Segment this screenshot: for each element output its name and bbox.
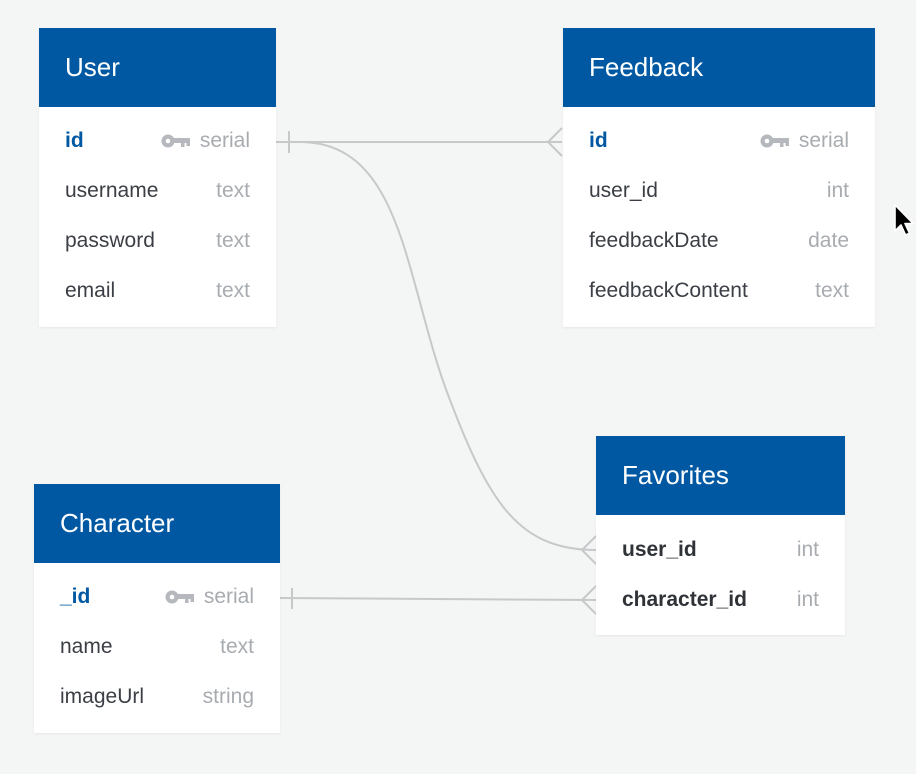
field-row[interactable]: username text	[39, 166, 276, 216]
field-name: _id	[60, 585, 91, 608]
field-type: serial	[798, 129, 849, 152]
field-type: serial	[199, 129, 250, 152]
field-type: text	[216, 279, 250, 302]
field-type: serial	[203, 585, 254, 608]
table-header[interactable]: Favorites	[596, 436, 845, 515]
field-row[interactable]: imageUrl string	[34, 672, 280, 722]
table-character[interactable]: Character _id serial name text imageUrl …	[34, 484, 280, 733]
field-name: username	[65, 179, 159, 202]
field-row[interactable]: _id serial	[34, 572, 280, 622]
field-type: string	[202, 685, 254, 708]
field-row[interactable]: password text	[39, 216, 276, 266]
field-row[interactable]: name text	[34, 622, 280, 672]
field-name: id	[589, 129, 608, 152]
relationship-user-favorites	[299, 141, 597, 551]
many-crowfoot	[580, 585, 597, 615]
table-feedback[interactable]: Feedback id serial user_id int feedbackD…	[563, 28, 875, 327]
table-header[interactable]: Character	[34, 484, 280, 563]
field-name: password	[65, 229, 155, 252]
field-row[interactable]: feedbackDate date	[563, 216, 875, 266]
field-name: user_id	[589, 179, 658, 202]
field-type: date	[808, 229, 849, 252]
table-user[interactable]: User id serial username text password te…	[39, 28, 276, 327]
field-type: int	[796, 588, 819, 611]
field-type: int	[796, 538, 819, 561]
field-row[interactable]: id serial	[563, 116, 875, 166]
field-name: feedbackDate	[589, 229, 719, 252]
key-icon	[165, 590, 194, 604]
field-name: user_id	[622, 538, 697, 561]
field-row[interactable]: character_id int	[596, 575, 845, 625]
key-icon	[760, 134, 789, 148]
field-type: text	[220, 635, 254, 658]
relationship-character-favorites	[279, 597, 597, 601]
mouse-pointer-icon	[894, 204, 914, 236]
field-row[interactable]: feedbackContent text	[563, 266, 875, 316]
field-type: int	[826, 179, 849, 202]
field-type: text	[815, 279, 849, 302]
field-name: id	[65, 129, 84, 152]
table-header[interactable]: User	[39, 28, 276, 107]
field-name: email	[65, 279, 116, 302]
field-name: character_id	[622, 588, 747, 611]
table-header[interactable]: Feedback	[563, 28, 875, 107]
many-crowfoot	[580, 535, 597, 565]
field-row[interactable]: user_id int	[596, 525, 845, 575]
key-icon	[161, 134, 190, 148]
field-type: text	[216, 179, 250, 202]
field-name: feedbackContent	[589, 279, 748, 302]
field-name: name	[60, 635, 113, 658]
field-type: text	[216, 229, 250, 252]
many-crowfoot	[546, 127, 563, 157]
field-row[interactable]: user_id int	[563, 166, 875, 216]
table-favorites[interactable]: Favorites user_id int character_id int	[596, 436, 845, 635]
field-row[interactable]: email text	[39, 266, 276, 316]
field-row[interactable]: id serial	[39, 116, 276, 166]
field-name: imageUrl	[60, 685, 145, 708]
